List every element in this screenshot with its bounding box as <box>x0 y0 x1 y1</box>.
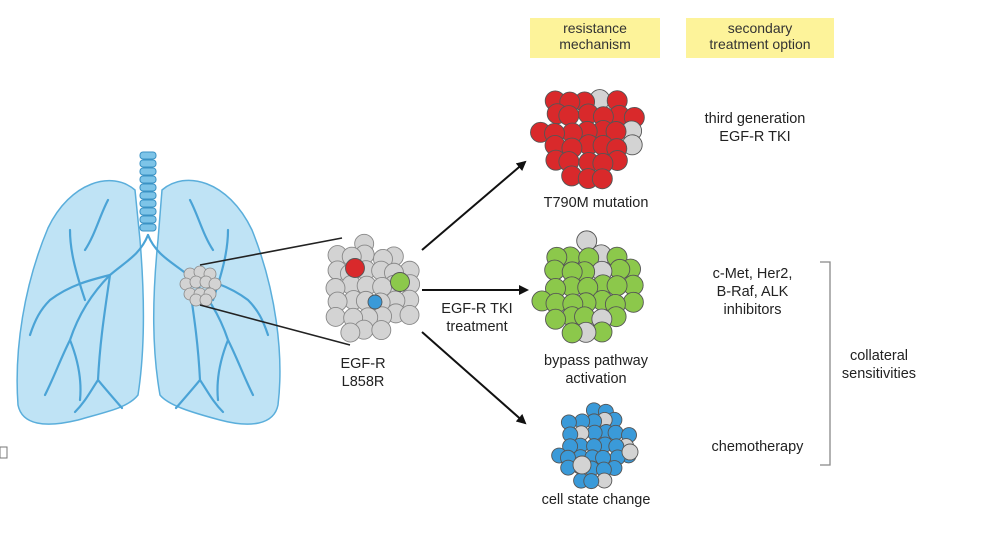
mechanism-label-t790m: T790M mutation <box>516 194 676 212</box>
option-third-generation-line2: EGF-R TKI <box>719 129 791 145</box>
zoom-line-top <box>199 237 343 266</box>
option-inhibitors-line1: c-Met, Her2, <box>712 266 793 282</box>
cell <box>586 424 603 441</box>
collateral-line2: sensitivities <box>841 366 917 382</box>
t790m-cluster <box>530 89 645 190</box>
mechanism-label-cell-state-text: cell state change <box>541 492 651 508</box>
option-third-generation: third generation EGF-R TKI <box>680 110 830 146</box>
lungs-illustration <box>16 151 281 425</box>
arrow-to-cell-state <box>421 331 527 425</box>
cell <box>607 424 624 441</box>
arrow-to-t790m <box>421 160 527 251</box>
zoom-line-bottom <box>199 304 351 346</box>
green-resistant-cell <box>390 272 410 292</box>
cell <box>399 304 420 325</box>
header-secondary-treatment: secondary treatment option <box>686 18 834 58</box>
mechanism-label-t790m-text: T790M mutation <box>543 195 649 211</box>
treatment-label-line1: EGF-R TKI <box>441 301 513 317</box>
option-inhibitors-line2: B-Raf, ALK <box>716 284 789 300</box>
cell-state-cluster <box>551 402 639 490</box>
primary-tumor-cluster <box>325 233 421 343</box>
collateral-line1: collateral <box>849 348 909 364</box>
right-lung <box>152 179 281 425</box>
header-secondary-line1: secondary <box>727 20 793 36</box>
tumor-label: EGF-R L858R <box>328 355 398 391</box>
trachea <box>139 151 157 232</box>
cell <box>545 308 566 330</box>
left-lung <box>16 179 145 425</box>
option-inhibitors: c-Met, Her2, B-Raf, ALK inhibitors <box>690 265 815 319</box>
treatment-label-line2: treatment <box>446 319 508 335</box>
tumor-label-line1: EGF-R <box>340 356 386 372</box>
mechanism-label-bypass-line1: bypass pathway <box>544 353 648 369</box>
cell <box>544 259 566 281</box>
header-resistance-line1: resistance <box>563 20 627 36</box>
cell <box>622 291 644 313</box>
mechanism-label-bypass: bypass pathway activation <box>516 352 676 388</box>
cell <box>340 322 361 343</box>
cell <box>371 320 392 341</box>
tumor-cell <box>199 293 213 307</box>
mechanism-label-bypass-line2: activation <box>565 371 627 387</box>
lung-tumor <box>179 265 222 307</box>
bypass-cluster <box>531 230 644 344</box>
gray-cell <box>572 455 592 475</box>
red-resistant-cell <box>345 258 365 278</box>
option-chemotherapy-text: chemotherapy <box>711 439 804 455</box>
cell <box>325 306 346 327</box>
header-secondary-line2: treatment option <box>709 36 811 52</box>
cell <box>583 473 600 490</box>
treatment-label: EGF-R TKI treatment <box>432 300 522 336</box>
cell <box>558 105 580 126</box>
blue-resistant-cell <box>367 294 383 310</box>
cell <box>561 322 583 344</box>
tumor-cell <box>208 277 222 291</box>
header-resistance-mechanism: resistance mechanism <box>530 18 660 58</box>
cell <box>591 168 613 190</box>
option-inhibitors-line3: inhibitors <box>723 302 782 318</box>
option-third-generation-line1: third generation <box>704 111 806 127</box>
mechanism-label-cell-state: cell state change <box>506 491 686 509</box>
tumor-label-line2: L858R <box>341 374 385 390</box>
corner-box-icon <box>0 446 8 459</box>
gray-cell <box>621 443 639 461</box>
collateral-bracket <box>820 261 831 466</box>
header-resistance-line2: mechanism <box>559 36 631 52</box>
cell <box>606 275 628 297</box>
collateral-sensitivities-label: collateral sensitivities <box>834 347 924 383</box>
option-chemotherapy: chemotherapy <box>695 438 820 456</box>
